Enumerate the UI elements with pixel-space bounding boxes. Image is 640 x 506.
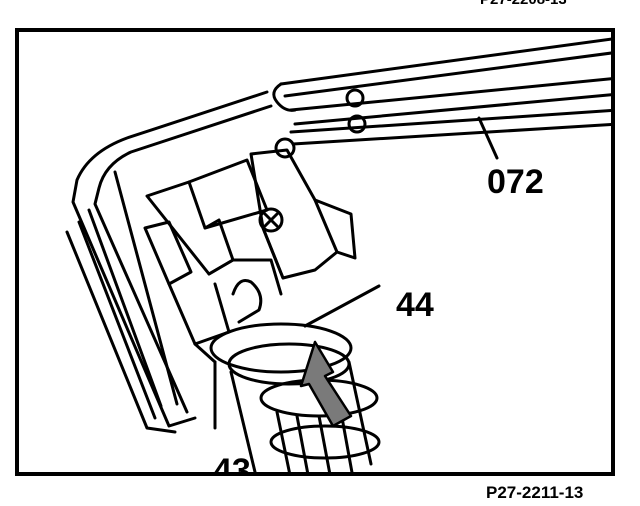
rail-hole-3: [274, 137, 296, 159]
tool-072-rails: [272, 37, 611, 146]
mechanical-illustration: [65, 37, 611, 472]
leader-44: [303, 284, 381, 328]
insertion-arrow: [299, 340, 353, 428]
rail-hole-1: [345, 88, 365, 108]
rail-hole-2: [347, 114, 367, 134]
shaft: [209, 322, 381, 472]
callout-43: 43: [213, 452, 251, 476]
housing-blocks: [143, 148, 357, 364]
tool-bracket: [65, 90, 273, 434]
callout-44: 44: [396, 286, 434, 324]
leader-072: [477, 116, 499, 160]
top-figure-reference: P27-2208-13: [480, 0, 567, 8]
callout-072: 072: [487, 163, 544, 201]
figure-frame: 072 44 43: [15, 28, 615, 476]
screw: [258, 207, 284, 233]
figure-reference: P27-2211-13: [486, 483, 584, 502]
